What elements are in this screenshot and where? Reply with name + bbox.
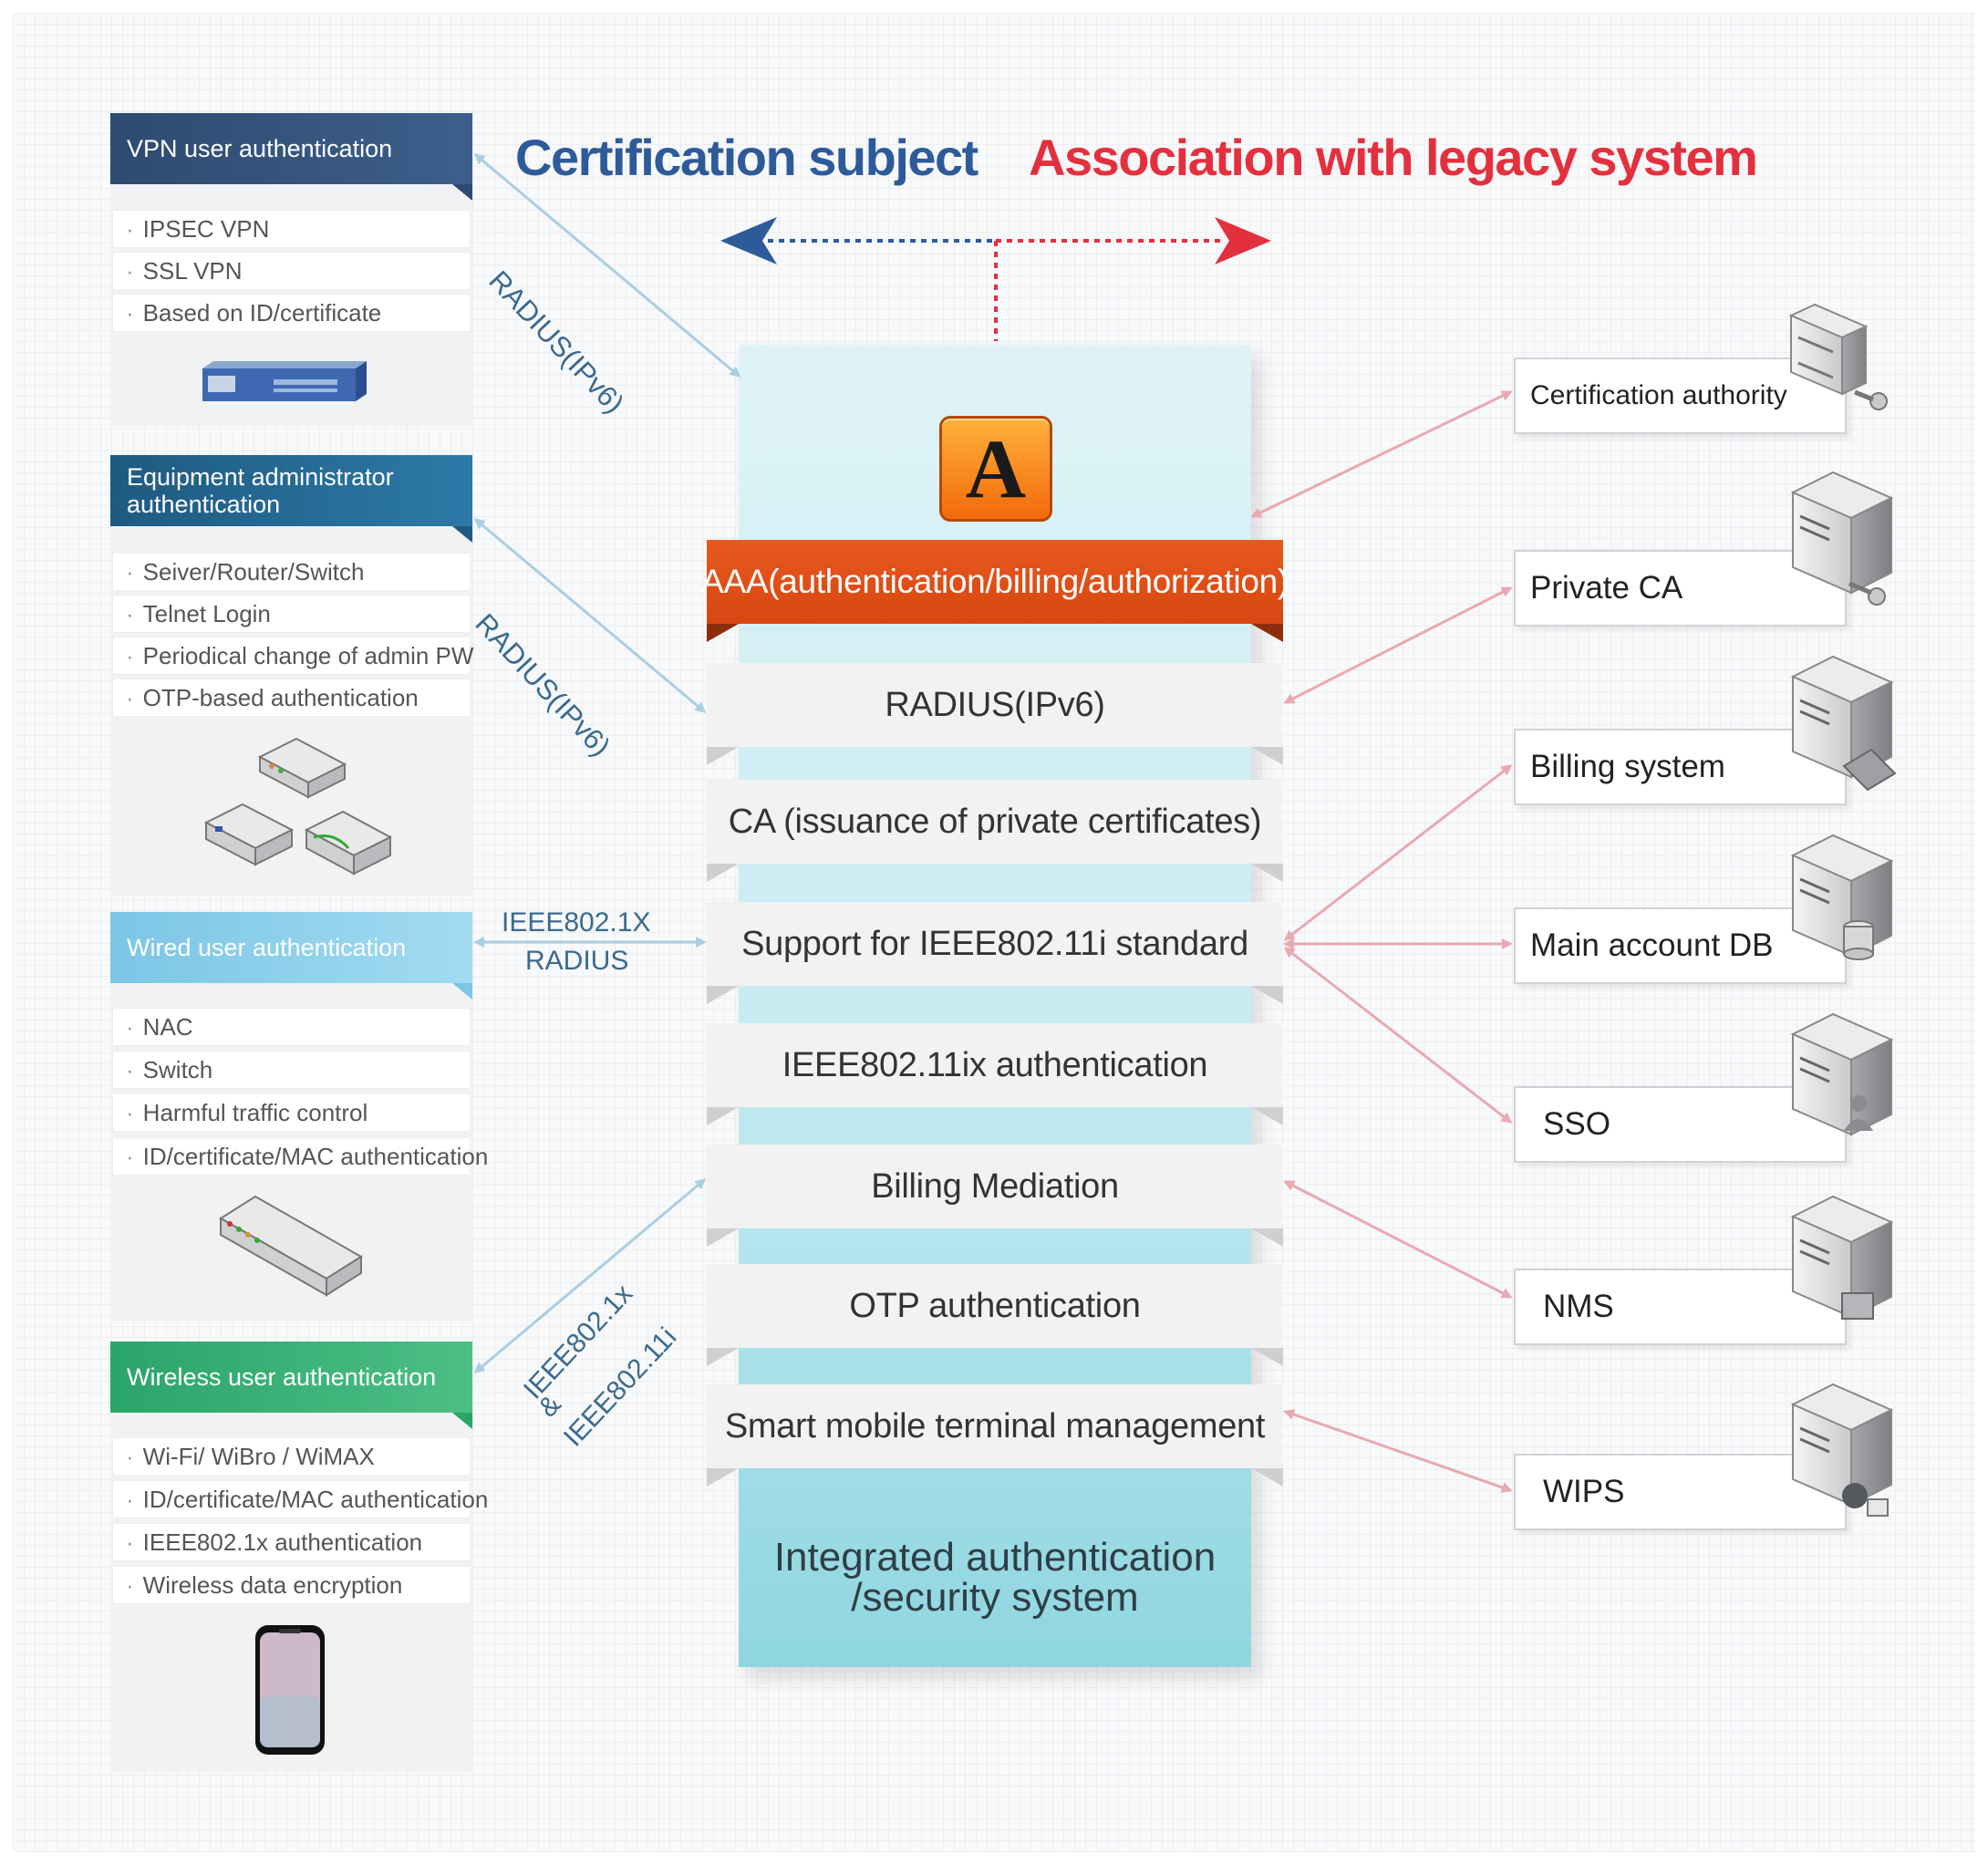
- list-item: ·Telnet Login: [112, 595, 471, 633]
- billing-system-box: Billing system: [1514, 729, 1847, 805]
- wireless-arrow: [473, 1178, 707, 1373]
- switch-icon: [203, 803, 295, 866]
- list-item: ·SSL VPN: [112, 252, 471, 290]
- integrated-system-line1: Integrated authentication: [773, 1535, 1217, 1580]
- wips-arrow: [1283, 1409, 1513, 1493]
- wips-box: WIPS: [1514, 1454, 1847, 1530]
- equip-arrow: [473, 518, 707, 713]
- layer-ieee80211i: Support for IEEE802.11i standard: [707, 902, 1283, 986]
- network-switch-icon: [219, 1195, 363, 1297]
- list-item: ·Periodical change of admin PW: [112, 637, 473, 675]
- server-user-icon: [1790, 1012, 1894, 1136]
- ca-arrow: [1250, 390, 1513, 518]
- server-switch-icon: [304, 810, 393, 876]
- server-database-icon: [1790, 834, 1894, 960]
- server-key-icon: [1788, 303, 1888, 410]
- layer-billing-mediation: Billing Mediation: [707, 1145, 1283, 1228]
- integrated-system-label: Integrated authentication /security syst…: [739, 1514, 1251, 1642]
- nms-box: NMS: [1514, 1269, 1847, 1345]
- smartphone-icon: [255, 1625, 325, 1755]
- vpn-header-label: VPN user authentication: [127, 134, 393, 162]
- list-item: ·ID/certificate/MAC authentication: [112, 1480, 488, 1518]
- list-item: ·Seiver/Router/Switch: [112, 553, 471, 591]
- billing-arrow: [1283, 764, 1513, 941]
- list-item: ·Harmful traffic control: [112, 1093, 471, 1132]
- list-item: ·ID/certificate/MAC authentication: [112, 1137, 488, 1176]
- wired-arrow-label-2: RADIUS: [525, 946, 629, 976]
- sso-box: SSO: [1514, 1086, 1847, 1163]
- server-card-icon: [1790, 655, 1897, 792]
- list-item: ·OTP-based authentication: [112, 679, 471, 717]
- sso-arrow: [1283, 947, 1513, 1124]
- vpn-appliance-icon: [202, 361, 367, 401]
- list-item: ·IEEE802.1x authentication: [112, 1523, 471, 1561]
- layer-radius: RADIUS(IPv6): [707, 663, 1283, 747]
- server-key-icon: [1790, 471, 1894, 606]
- top-double-arrow: [720, 217, 1271, 341]
- vpn-header: VPN user authentication: [110, 113, 472, 201]
- equip-header: Equipment administrator authentication: [110, 455, 472, 543]
- private-ca-arrow: [1283, 586, 1513, 704]
- wireless-header: Wireless user authentication: [110, 1342, 472, 1429]
- layer-smart-mobile: Smart mobile terminal management: [707, 1384, 1283, 1468]
- legacy-association-title: Association with legacy system: [1029, 129, 1758, 186]
- layer-ieee80211ix: IEEE802.11ix authentication: [707, 1023, 1283, 1107]
- list-item: ·Switch: [112, 1051, 471, 1089]
- list-item: ·NAC: [112, 1008, 471, 1046]
- aaa-logo-icon: A: [939, 416, 1052, 522]
- list-item: ·IPSEC VPN: [112, 210, 471, 248]
- integrated-system-line2: /security system: [851, 1575, 1139, 1620]
- list-item: ·Wireless data encryption: [112, 1566, 471, 1604]
- layer-otp: OTP authentication: [707, 1264, 1283, 1348]
- wired-arrow-label-1: IEEE802.1X: [502, 907, 651, 938]
- main-account-db-box: Main account DB: [1514, 907, 1847, 984]
- server-monitor-icon: [1790, 1195, 1894, 1320]
- list-item: ·Wi-Fi/ WiBro / WiMAX: [112, 1437, 471, 1476]
- list-item: ·Based on ID/certificate: [112, 294, 471, 332]
- router-icon: [257, 737, 347, 799]
- vpn-arrow: [473, 153, 741, 378]
- server-globe-icon: [1790, 1383, 1894, 1517]
- nms-arrow: [1283, 1180, 1513, 1299]
- wired-header-label: Wired user authentication: [127, 933, 407, 961]
- layer-ca: CA (issuance of private certificates): [707, 780, 1283, 864]
- wired-header: Wired user authentication: [110, 912, 472, 1000]
- wireless-header-label: Wireless user authentication: [127, 1362, 437, 1391]
- private-ca-box: Private CA: [1514, 550, 1847, 627]
- layer-aaa: AAA(authentication/billing/authorization…: [701, 540, 1289, 624]
- equip-header-label: Equipment administrator authentication: [127, 462, 394, 518]
